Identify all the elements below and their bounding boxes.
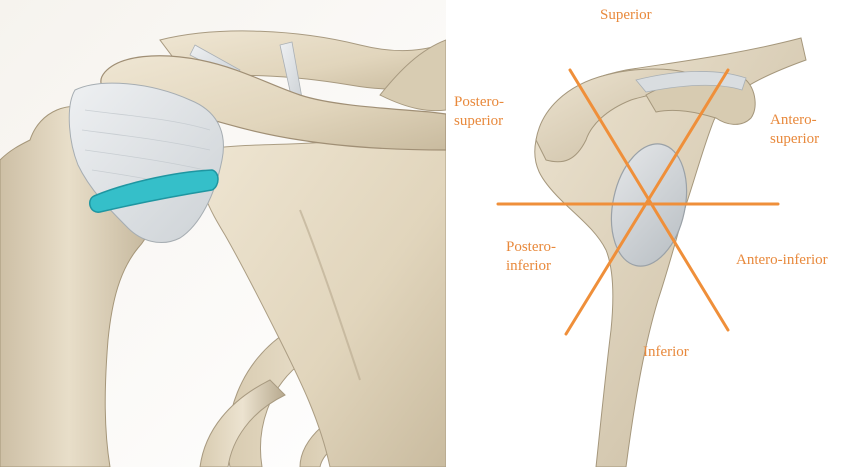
shoulder-joint-illustration (0, 0, 446, 467)
label-superior: Superior (600, 6, 652, 25)
glenoid-orientation-panel: Superior Postero- superior Antero- super… (446, 0, 861, 467)
glenoid-fossa-illustration (446, 0, 861, 467)
label-inferior: Inferior (643, 343, 689, 362)
label-postero-inferior: Postero- inferior (506, 238, 556, 276)
label-antero-inferior: Antero-inferior (736, 251, 828, 270)
shoulder-illustration-panel (0, 0, 446, 467)
label-antero-superior: Antero- superior (770, 111, 819, 149)
label-postero-superior: Postero- superior (454, 93, 504, 131)
